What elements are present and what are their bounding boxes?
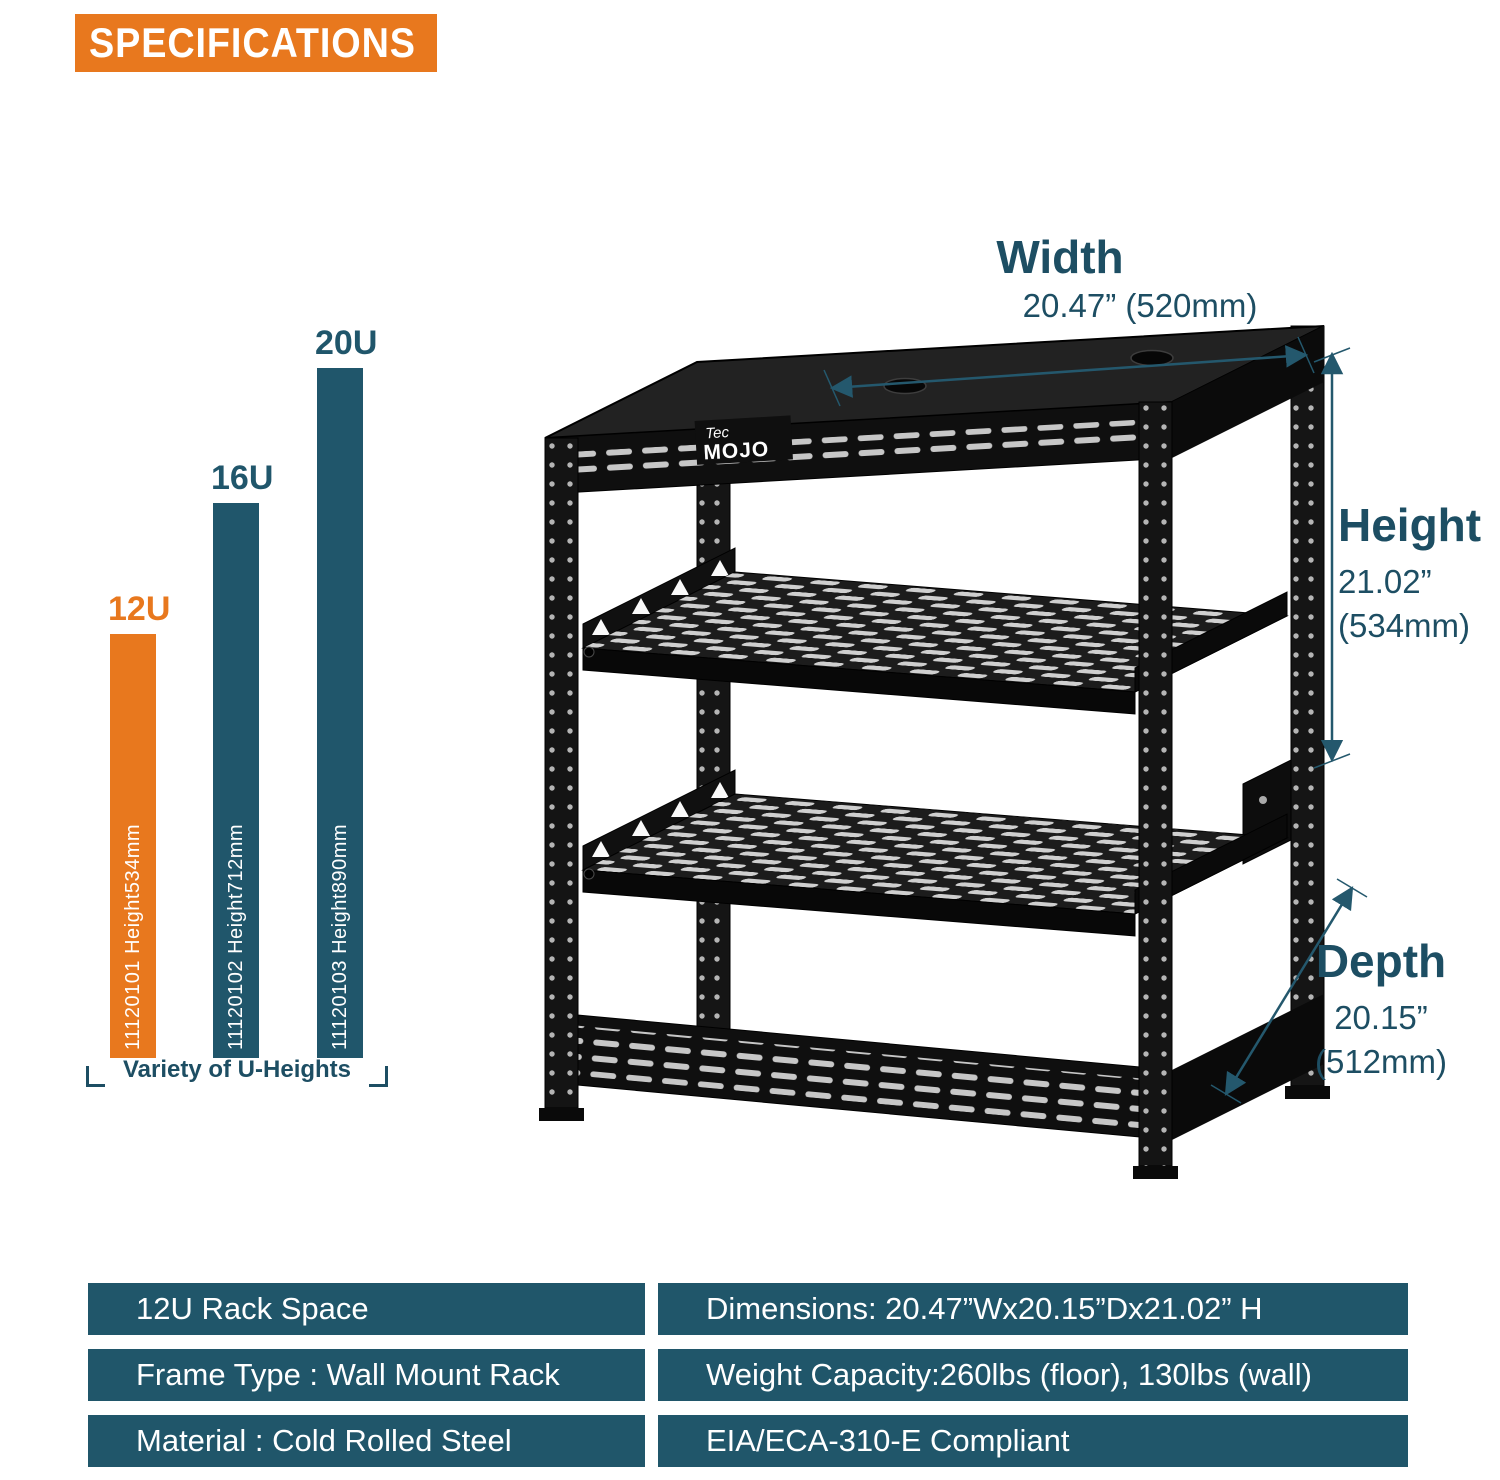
rack-top-front-rail: Tec MOJO xyxy=(544,401,1173,495)
uheight-bar-annotation-20u: 11120103 Height890mm xyxy=(329,823,351,1050)
brand-text: MOJO xyxy=(703,438,770,465)
height-dimension-label: Height xyxy=(1338,499,1482,551)
spec-row-rack-space: 12U Rack Space xyxy=(88,1283,645,1335)
spec-row-material: Material : Cold Rolled Steel xyxy=(88,1415,645,1467)
rack-shelf-lower xyxy=(581,769,1289,937)
depth-dimension-value: 20.15” xyxy=(1334,999,1428,1036)
width-dimension-line xyxy=(829,345,1309,398)
spec-row-weight-capacity: Weight Capacity:260lbs (floor), 130lbs (… xyxy=(658,1349,1408,1401)
uheight-bar-label-16u: 16U xyxy=(211,459,274,497)
top-cable-hole xyxy=(1130,349,1174,367)
rack-front-posts xyxy=(539,401,1178,1179)
brand-script-text: Tec xyxy=(705,424,730,442)
depth-dimension-label: Depth xyxy=(1315,935,1447,987)
height-dimension-value: 21.02” xyxy=(1338,563,1432,600)
right-bracket-icon xyxy=(369,1066,388,1087)
spec-row-frame-type: Frame Type : Wall Mount Rack xyxy=(88,1349,645,1401)
uheight-bar-annotation-16u: 11120102 Height712mm xyxy=(225,823,247,1050)
brand-logo: Tec MOJO xyxy=(694,415,793,465)
spec-table-left: 12U Rack Space Frame Type : Wall Mount R… xyxy=(88,1283,645,1480)
left-bracket-icon xyxy=(86,1066,105,1087)
spec-table-right: Dimensions: 20.47”Wx20.15”Dx21.02” H Wei… xyxy=(658,1283,1408,1480)
rack-shelf-upper xyxy=(581,547,1289,715)
width-dimension-label: Width xyxy=(996,231,1124,283)
width-dimension-value: 20.47” (520mm) xyxy=(1022,287,1258,324)
rack-bottom-front-rail xyxy=(544,994,1324,1141)
uheight-bar-12u xyxy=(110,634,156,1058)
uheight-bar-label-20u: 20U xyxy=(315,324,378,362)
uheight-bar-annotation-12u: 11120101 Height534mm xyxy=(122,823,144,1050)
uheight-bar-16u xyxy=(213,503,259,1058)
uheight-bar-label-12u: 12U xyxy=(108,590,171,628)
uheights-caption-row: Variety of U-Heights xyxy=(86,1056,388,1087)
uheights-caption: Variety of U-Heights xyxy=(122,1056,352,1083)
spec-row-compliance: EIA/ECA-310-E Compliant xyxy=(658,1415,1408,1467)
depth-dimension-value-mm: (512mm) xyxy=(1314,1042,1448,1080)
dimension-lines xyxy=(823,336,1368,1104)
depth-dimension-block: Depth 20.15” (512mm) xyxy=(1296,934,1466,1083)
height-dimension-value-mm: (534mm) xyxy=(1338,606,1471,644)
specifications-title: SPECIFICATIONS xyxy=(89,19,416,66)
uheight-bar-20u xyxy=(317,368,363,1058)
height-dimension-block: Height 21.02” (534mm) xyxy=(1338,498,1498,647)
depth-dimension-line xyxy=(1224,886,1354,1096)
spec-row-dimensions: Dimensions: 20.47”Wx20.15”Dx21.02” H xyxy=(658,1283,1408,1335)
specifications-banner: SPECIFICATIONS xyxy=(75,14,437,72)
